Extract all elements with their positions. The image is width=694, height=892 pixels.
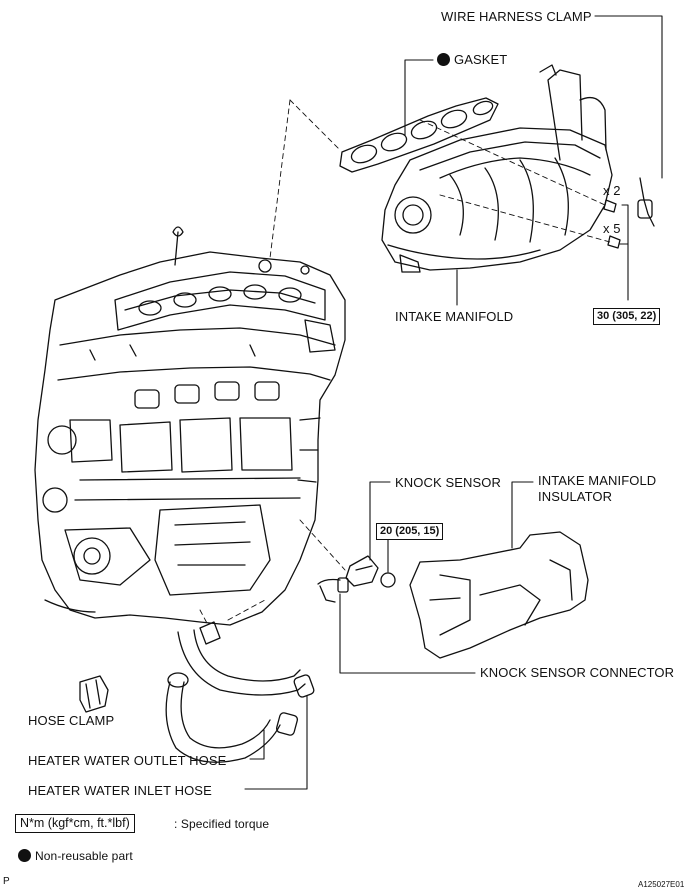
- label-wire-harness-clamp: WIRE HARNESS CLAMP: [441, 9, 592, 24]
- label-insulator-line2: INSULATOR: [538, 489, 613, 504]
- torque-knock-sensor: 20 (205, 15): [376, 523, 444, 540]
- heater-water-outlet-hose: [177, 629, 315, 698]
- leader-lines: [244, 15, 663, 790]
- label-knock-sensor-connector: KNOCK SENSOR CONNECTOR: [480, 665, 675, 680]
- label-insulator-line1: INTAKE MANIFOLD: [538, 473, 657, 488]
- non-reusable-dot-icon: [437, 53, 450, 66]
- quantity-x2: x 2: [603, 183, 621, 198]
- quantity-x5: x 5: [603, 221, 621, 236]
- figure-code: A125027E01: [638, 880, 685, 889]
- alignment-dashes: [199, 99, 611, 626]
- corner-letter: P: [3, 876, 10, 887]
- wire-harness-clamp: [637, 177, 655, 227]
- legend-torque-desc: : Specified torque: [174, 817, 270, 831]
- legend-non-reusable: Non-reusable part: [18, 849, 133, 864]
- hose-clamp: [79, 675, 109, 713]
- label-heater-water-inlet-hose: HEATER WATER INLET HOSE: [28, 783, 212, 798]
- intake-manifold: [381, 64, 621, 273]
- gasket: [339, 97, 499, 173]
- label-knock-sensor: KNOCK SENSOR: [395, 475, 501, 490]
- gasket-text: GASKET: [454, 52, 508, 67]
- non-reusable-text: Non-reusable part: [35, 849, 133, 863]
- label-hose-clamp: HOSE CLAMP: [28, 713, 115, 728]
- hose-clamp-on-hose: [199, 621, 221, 645]
- intake-manifold-insulator: [409, 531, 589, 659]
- non-reusable-dot-icon: [18, 849, 31, 862]
- label-heater-water-outlet-hose: HEATER WATER OUTLET HOSE: [28, 753, 227, 768]
- label-intake-manifold: INTAKE MANIFOLD: [395, 309, 514, 324]
- label-gasket: GASKET: [437, 52, 507, 67]
- knock-sensor-connector: [317, 577, 349, 603]
- engine-block: [34, 226, 346, 626]
- legend-torque-units: N*m (kgf*cm, ft.*lbf): [15, 814, 135, 833]
- torque-intake-manifold: 30 (305, 22): [593, 308, 661, 325]
- heater-water-inlet-hose: [165, 672, 299, 763]
